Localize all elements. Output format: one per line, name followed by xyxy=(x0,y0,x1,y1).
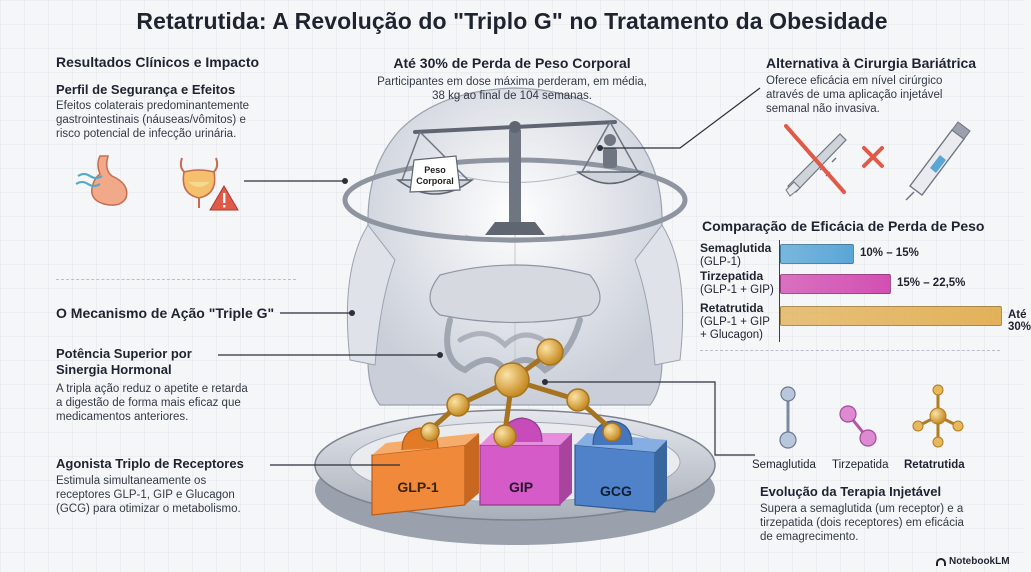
evolution-text-line3: de emagrecimento. xyxy=(760,531,859,543)
scalpel-icon xyxy=(784,124,847,197)
potency-text-line3: medicamentos anteriores. xyxy=(56,411,189,423)
safety-heading: Perfil de Segurança e Efeitos xyxy=(56,82,236,97)
stomach-icon xyxy=(75,155,128,206)
notebooklm-logo-icon xyxy=(936,557,946,566)
brand-badge: NotebookLM xyxy=(936,556,1010,567)
scale-label-line2: Corporal xyxy=(416,176,454,186)
retatrutide-molecule-icon xyxy=(912,384,964,448)
surgery-text-line2: através de uma aplicação injetável xyxy=(766,89,943,101)
molecule-label-semaglutida: Semaglutida xyxy=(752,459,816,471)
bar-retatrutida xyxy=(780,306,1002,326)
category-tirzepatida: Tirzepatida (GLP-1 + GIP) xyxy=(700,270,778,297)
person-icon xyxy=(603,134,617,168)
category-retatrutida-detail2: + Glucagon) xyxy=(700,329,763,341)
agonist-text-line3: (GCG) para otimizar o metabolismo. xyxy=(56,503,241,515)
weight-loss-text-line2: 38 kg ao final de 104 semanas. xyxy=(432,90,592,102)
weight-loss-text: Participantes em dose máxima perderam, e… xyxy=(352,75,672,103)
central-illustration: Peso Corporal GLP-1 GIP GCG xyxy=(314,87,716,545)
brand-name: NotebookLM xyxy=(949,556,1010,567)
evolution-text-line1: Supera a semaglutida (um receptor) e a xyxy=(760,503,964,515)
agonist-text-line1: Estimula simultaneamente os xyxy=(56,475,207,487)
category-retatrutida: Retatrutida (GLP-1 + GIP + Glucagon) xyxy=(700,302,778,342)
molecule-label-tirzepatida: Tirzepatida xyxy=(832,459,889,471)
receptor-gip: GIP xyxy=(479,417,572,506)
category-retatrutida-name: Retatrutida xyxy=(700,301,764,315)
weight-loss-text-line1: Participantes em dose máxima perderam, e… xyxy=(377,76,647,88)
bar-value-semaglutida: 10% – 15% xyxy=(860,247,919,259)
potency-heading-line2: Sinergia Hormonal xyxy=(56,362,172,377)
side-effect-icons xyxy=(75,155,239,211)
evolution-text: Supera a semaglutida (um receptor) e a t… xyxy=(760,502,1010,544)
injection-pen-icon xyxy=(905,121,971,201)
potency-text: A tripla ação reduz o apetite e retarda … xyxy=(56,382,296,424)
evolution-heading: Evolução da Terapia Injetável xyxy=(760,484,942,499)
bar-value-retatrutida: Até 30% xyxy=(1008,309,1031,333)
potency-heading: Potência Superior por Sinergia Hormonal xyxy=(56,346,192,378)
weight-box xyxy=(409,155,461,193)
balance-scale: Peso Corporal xyxy=(395,120,645,235)
scale-label-line1: Peso xyxy=(424,165,446,175)
agonist-text: Estimula simultaneamente os receptores G… xyxy=(56,474,296,516)
safety-text-line3: risco potencial de infecção urinária. xyxy=(56,128,237,140)
receptor-glp1: GLP-1 xyxy=(371,427,479,516)
potency-text-line2: a digestão de forma mais eficaz que xyxy=(56,397,241,409)
category-semaglutida-detail: (GLP-1) xyxy=(700,256,741,268)
molecule-label-retatrutida: Retatrutida xyxy=(904,459,965,471)
right-divider xyxy=(700,350,1000,351)
safety-text: Efeitos colaterais predominantemente gas… xyxy=(56,99,296,141)
mechanism-heading: O Mecanismo de Ação "Triple G" xyxy=(56,305,275,321)
cross-icon xyxy=(862,146,884,168)
chart-axis xyxy=(779,240,780,342)
weight-loss-title: Até 30% de Perda de Peso Corporal xyxy=(393,55,631,71)
comparison-chart: Semaglutida (GLP-1) Tirzepatida (GLP-1 +… xyxy=(700,236,1031,348)
category-retatrutida-detail1: (GLP-1 + GIP xyxy=(700,316,770,328)
surgery-vs-injection-icons xyxy=(784,121,971,201)
safety-text-line2: gastrointestinais (náuseas/vômitos) e xyxy=(56,114,246,126)
safety-text-line1: Efeitos colaterais predominantemente xyxy=(56,100,250,112)
surgery-heading: Alternativa à Cirurgia Bariátrica xyxy=(766,55,977,71)
evolution-text-line2: tirzepatida (dois receptores) em eficáci… xyxy=(760,517,964,529)
page-title: Retatrutida: A Revolução do "Triplo G" n… xyxy=(136,8,888,34)
receptor-gcg-label: GCG xyxy=(600,483,632,499)
category-tirzepatida-name: Tirzepatida xyxy=(700,269,764,283)
clinical-results-heading: Resultados Clínicos e Impacto xyxy=(56,54,260,70)
bar-semaglutida xyxy=(780,244,854,264)
bladder-icon xyxy=(179,157,219,208)
warning-icon xyxy=(209,185,239,211)
surgery-text: Oferece eficácia em nível cirúrgico atra… xyxy=(766,74,996,116)
left-divider xyxy=(56,279,296,280)
potency-heading-line1: Potência Superior por xyxy=(56,346,192,361)
surgery-text-line1: Oferece eficácia em nível cirúrgico xyxy=(766,75,943,87)
comparison-heading: Comparação de Eficácia de Perda de Peso xyxy=(702,218,985,234)
surgery-text-line3: semanal não invasiva. xyxy=(766,103,880,115)
tirzepatide-molecule-icon xyxy=(839,405,877,447)
category-semaglutida-name: Semaglutida xyxy=(700,241,772,255)
agonist-text-line2: receptores GLP-1, GIP e Glucagon xyxy=(56,489,235,501)
molecule-evolution-icons xyxy=(779,384,964,449)
category-semaglutida: Semaglutida (GLP-1) xyxy=(700,242,778,269)
semaglutide-molecule-icon xyxy=(779,386,797,449)
bar-value-tirzepatida: 15% – 22,5% xyxy=(897,277,966,289)
agonist-heading: Agonista Triplo de Receptores xyxy=(56,456,244,471)
category-tirzepatida-detail: (GLP-1 + GIP) xyxy=(700,284,774,296)
receptor-gip-label: GIP xyxy=(509,479,533,495)
receptor-glp1-label: GLP-1 xyxy=(397,479,438,495)
potency-text-line1: A tripla ação reduz o apetite e retarda xyxy=(56,383,248,395)
bar-tirzepatida xyxy=(780,274,891,294)
